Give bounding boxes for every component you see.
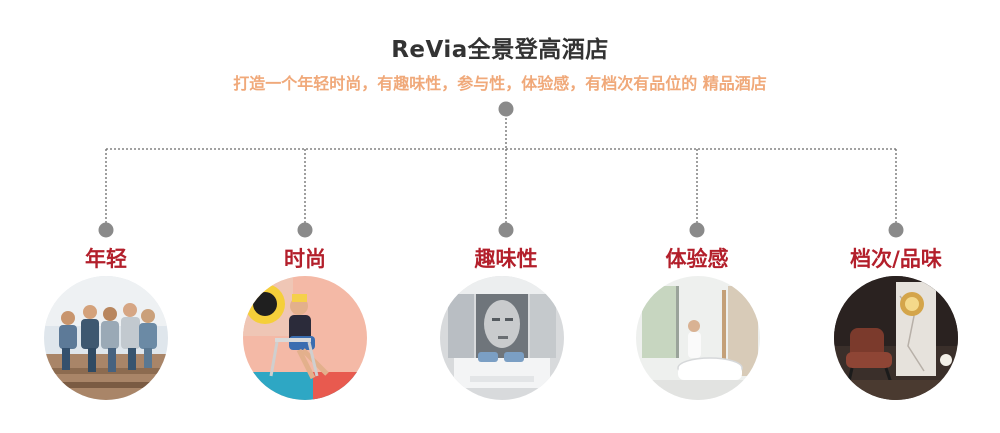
node-dot-2 xyxy=(297,222,313,238)
lounge-armchair-photo xyxy=(834,276,958,400)
node-label-experience: 体验感 xyxy=(665,247,729,271)
node-dot-4 xyxy=(689,222,705,238)
node-label-fashion: 时尚 xyxy=(284,247,326,271)
fashion-woman-chair-photo xyxy=(243,276,367,400)
bathroom-bathtub-photo xyxy=(636,276,760,400)
node-dot-5 xyxy=(888,222,904,238)
diagram-subtitle: 打造一个年轻时尚，有趣味性，参与性，体验感，有档次有品位的 精品酒店 xyxy=(233,74,767,93)
node-dot-1 xyxy=(98,222,114,238)
young-people-group-photo xyxy=(44,276,168,400)
node-label-taste: 档次/品味 xyxy=(850,247,942,271)
diagram-title: ReVia全景登高酒店 xyxy=(391,37,609,63)
node-label-fun: 趣味性 xyxy=(474,247,538,271)
hotel-room-face-mural-photo xyxy=(440,276,564,400)
node-dot-3 xyxy=(498,222,514,238)
root-dot xyxy=(498,101,514,117)
node-label-young: 年轻 xyxy=(85,247,127,271)
